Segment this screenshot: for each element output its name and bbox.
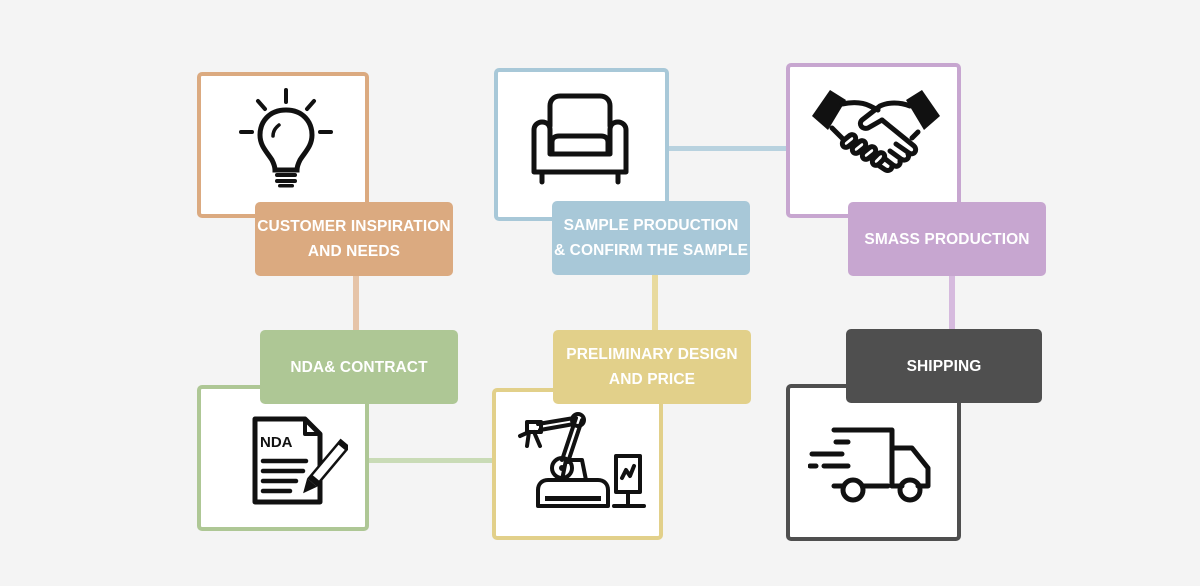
- delivery-truck-icon: [808, 427, 931, 503]
- nda-document-icon: NDA: [252, 416, 348, 505]
- robotic-arm-icon: [518, 412, 646, 508]
- nda-label: NDA& CONTRACT: [260, 330, 458, 404]
- preliminary-label: PRELIMINARY DESIGN AND PRICE: [553, 330, 751, 404]
- mass-icon-frame: [786, 63, 961, 218]
- armchair-icon: [531, 93, 629, 185]
- mass-label-line1: SMASS PRODUCTION: [864, 230, 1030, 248]
- sample-label: SAMPLE PRODUCTION & CONFIRM THE SAMPLE: [552, 201, 750, 275]
- nda-label-line1: NDA& CONTRACT: [290, 358, 428, 376]
- shipping-label-line1: SHIPPING: [906, 357, 982, 375]
- shipping-label: SHIPPING: [846, 329, 1042, 403]
- sample-label-line2: & CONFIRM THE SAMPLE: [553, 242, 749, 259]
- customer-label-line2: AND NEEDS: [307, 243, 401, 260]
- mass-label: SMASS PRODUCTION: [848, 202, 1046, 276]
- preliminary-label-line1: PRELIMINARY DESIGN: [566, 346, 738, 363]
- preliminary-label-line2: AND PRICE: [608, 371, 696, 388]
- handshake-icon: [812, 90, 940, 173]
- customer-icon-frame: [197, 72, 369, 218]
- customer-label: CUSTOMER INSPIRATION AND NEEDS: [255, 202, 453, 276]
- lightbulb-icon: [239, 88, 333, 188]
- shipping-icon-frame: [786, 384, 961, 541]
- connector-customer-nda: [353, 274, 359, 332]
- connector-sample-mass: [667, 146, 790, 151]
- nda-icon-text: NDA: [260, 434, 293, 451]
- customer-label-line1: CUSTOMER INSPIRATION: [257, 218, 451, 235]
- connector-preliminary-sample: [652, 274, 658, 332]
- sample-label-line1: SAMPLE PRODUCTION: [563, 217, 739, 234]
- connector-mass-shipping: [949, 274, 955, 332]
- connector-nda-preliminary: [368, 458, 494, 463]
